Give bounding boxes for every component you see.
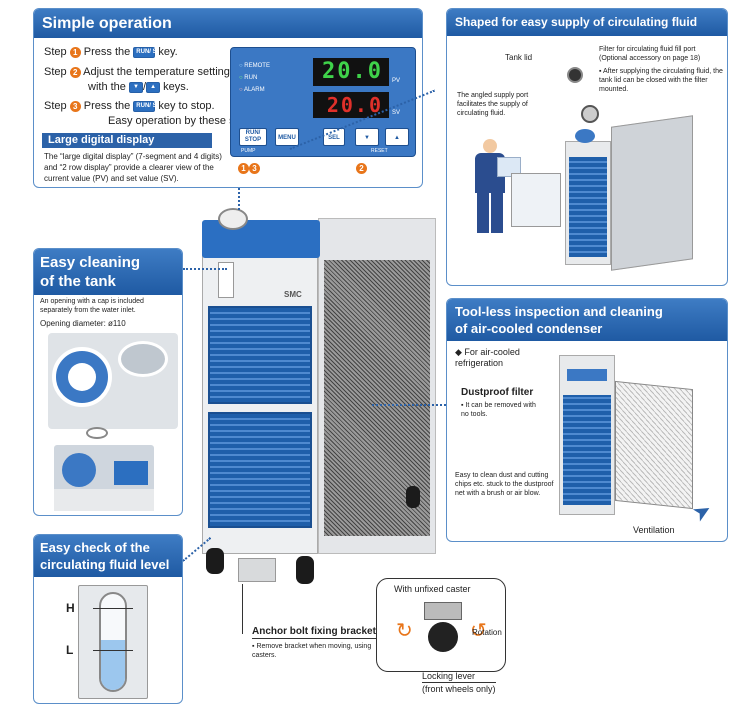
caster-callout-title: With unfixed caster xyxy=(394,584,471,594)
fluid-fill xyxy=(101,640,125,690)
panel-run-stop-button[interactable]: RUN/ STOP xyxy=(239,128,267,146)
tank-opening-illustration xyxy=(48,333,178,429)
after-supply-note: ▪ After supplying the circulating fluid,… xyxy=(599,68,723,93)
pv-label: PV xyxy=(392,78,401,84)
pump-label: PUMP xyxy=(241,148,256,154)
run-stop-key-icon-2: RUN/ STOP xyxy=(133,100,169,112)
fluid-level-panel: Easy check of the circulating fluid leve… xyxy=(33,534,183,704)
rotation-label: Rotation xyxy=(472,628,502,637)
person-pouring-illustration xyxy=(461,139,521,235)
chiller-supply-illustration xyxy=(565,115,695,271)
brand-label: SMC xyxy=(284,290,302,299)
step-1: Step 1 Press the RUN/ STOP key. xyxy=(44,46,178,58)
dustproof-title: Dustproof filter xyxy=(461,387,534,398)
step-2-number: 2 xyxy=(69,66,81,78)
anchor-bracket xyxy=(238,558,276,582)
front-grill-upper xyxy=(208,306,312,404)
leader-simple-op xyxy=(238,188,240,210)
opening-note: An opening with a cap is included separa… xyxy=(40,298,144,314)
locking-lever-label: Locking lever (front wheels only) xyxy=(422,671,496,694)
front-grill-lower xyxy=(208,412,312,528)
chiller-unit-illustration: SMC xyxy=(200,200,440,590)
supply-cart-illustration xyxy=(511,173,561,227)
toolless-panel: Tool-less inspection and cleaning of air… xyxy=(446,298,728,542)
rotation-arrow-left-icon: ↻ xyxy=(396,620,413,642)
control-panel-illustration: ○ REMOTE ○ RUN ○ ALARM 20.0 PV 20.0 SV R… xyxy=(230,47,416,157)
caster-wheel-illustration xyxy=(420,602,466,656)
easy-cleaning-panel: Easy cleaning of the tank An opening wit… xyxy=(33,248,183,516)
panel-up-button[interactable]: ▲ xyxy=(385,128,409,146)
callout-2: 2 xyxy=(356,160,367,178)
angled-port-label: The angled supply port facilitates the s… xyxy=(457,92,529,117)
toolless-bullet: ◆ For air-cooled refrigeration xyxy=(455,347,520,368)
ventilation-label: Ventilation xyxy=(633,525,675,535)
level-high-label: H xyxy=(66,601,75,615)
fill-port-cap-icon xyxy=(218,208,248,230)
tank-lid-label: Tank lid xyxy=(505,53,533,62)
leader-cleaning xyxy=(183,268,227,270)
leader-toolless xyxy=(372,404,446,406)
large-display-description: The “large digital display” (7-segment a… xyxy=(44,152,222,183)
sv-label: SV xyxy=(392,110,401,116)
panel-menu-button[interactable]: MENU xyxy=(275,128,299,146)
level-gauge xyxy=(78,585,148,699)
front-caster-left xyxy=(206,548,224,574)
tank-lid-icon xyxy=(567,67,583,83)
pv-display: 20.0 xyxy=(313,58,389,86)
rear-caster xyxy=(406,486,420,508)
up-arrow-key-icon: ▲ xyxy=(146,81,161,93)
reset-label: RESET xyxy=(371,148,388,154)
level-low-label: L xyxy=(66,643,74,657)
level-window xyxy=(218,262,234,298)
panel-sel-button[interactable]: SEL xyxy=(323,128,345,146)
anchor-leader xyxy=(242,584,243,634)
anchor-title: Anchor bolt fixing bracket xyxy=(252,626,376,639)
cap-icon xyxy=(86,427,108,439)
rotation-arrow-right-icon: ↺ xyxy=(470,620,487,642)
run-stop-key-icon: RUN/ STOP xyxy=(133,46,169,58)
step-3-number: 3 xyxy=(69,100,81,112)
step-3: Step 3 Press the RUN/ STOP key to stop. xyxy=(44,100,215,112)
opening-diameter: Opening diameter: ø110 xyxy=(40,319,126,328)
sv-display: 20.0 xyxy=(313,92,389,118)
large-digital-display-heading: Large digital display xyxy=(42,133,212,148)
panel-down-button[interactable]: ▼ xyxy=(355,128,379,146)
front-caster-right xyxy=(296,556,314,584)
fluid-level-title: Easy check of the circulating fluid leve… xyxy=(34,535,182,577)
status-led-area: ○ REMOTE ○ RUN ○ ALARM xyxy=(239,63,270,93)
step-3-cont: Easy operation by these steps xyxy=(108,115,256,127)
step-2: Step 2 Adjust the temperature setting xyxy=(44,66,230,78)
step-1-number: 1 xyxy=(69,46,81,58)
filter-port-label: Filter for circulating fluid fill port (… xyxy=(599,46,701,62)
toolless-title: Tool-less inspection and cleaning of air… xyxy=(447,299,727,341)
dustproof-note: ▪ It can be removed with no tools. xyxy=(461,402,536,418)
easy-supply-panel: Shaped for easy supply of circulating fl… xyxy=(446,8,728,286)
step-2-cont: with the ▼/▲ keys. xyxy=(88,81,189,93)
filter-icon xyxy=(581,105,599,123)
clean-note: Easy to clean dust and cutting chips etc… xyxy=(455,472,554,497)
simple-operation-title: Simple operation xyxy=(34,9,422,38)
simple-operation-panel: Simple operation Step 1 Press the RUN/ S… xyxy=(33,8,423,188)
down-arrow-key-icon: ▼ xyxy=(128,81,143,93)
chiller-top-panel xyxy=(202,220,320,258)
chiller-top-illustration xyxy=(54,445,154,511)
anchor-note: ▪ Remove bracket when moving, using cast… xyxy=(252,643,372,659)
easy-cleaning-title: Easy cleaning of the tank xyxy=(34,249,182,295)
easy-supply-title: Shaped for easy supply of circulating fl… xyxy=(447,9,727,36)
chiller-filter-illustration xyxy=(559,355,699,525)
